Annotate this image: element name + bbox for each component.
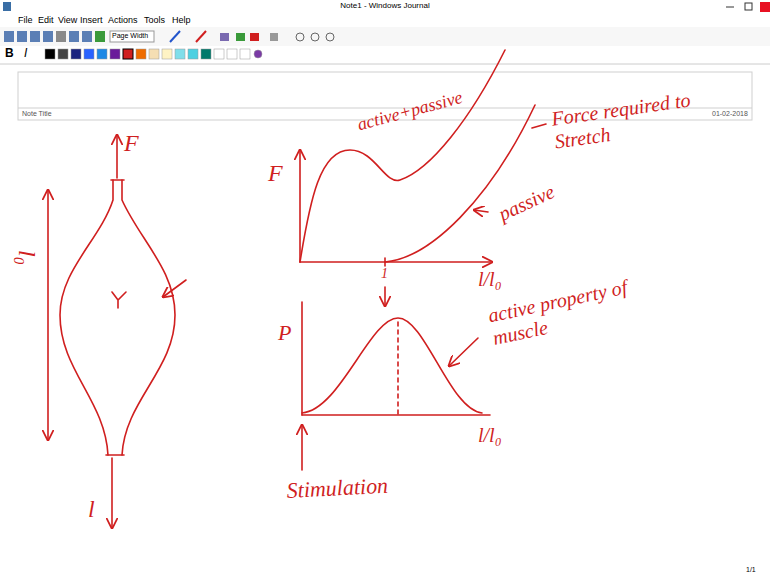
page-number: 1/1 (746, 566, 756, 574)
menu-item: View (58, 15, 77, 25)
force-length-graph (300, 50, 546, 306)
toolbar-border (0, 64, 770, 65)
axis-label: P (278, 320, 291, 345)
length-arrow-label: l (88, 496, 95, 524)
axis-label: l/l₀ (478, 424, 502, 447)
axis-label: F (268, 160, 283, 188)
axis-tick: 1 (381, 266, 388, 282)
maximize-button (745, 3, 752, 10)
toolbar-icons (4, 31, 105, 42)
menu-item: Help (172, 15, 191, 25)
title-bar (0, 0, 770, 13)
note-date: 01-02-2018 (712, 110, 748, 118)
close-button (760, 2, 770, 12)
toolbar (0, 27, 770, 46)
minimize-button (726, 7, 734, 8)
curve-label: passive (495, 180, 558, 226)
window-title: Note1 - Windows Journal (0, 1, 770, 10)
menu-item: Edit (38, 15, 54, 25)
menu-item: Insert (80, 15, 103, 25)
app-icon (3, 2, 11, 11)
axis-label: l/l₀ (478, 268, 502, 291)
note-title-placeholder: Note Title (22, 110, 52, 118)
curve-label: active+passive (355, 87, 465, 135)
italic-button: I (24, 47, 27, 61)
zoom-value: Page Width (112, 32, 148, 40)
bold-button: B (5, 47, 14, 61)
menu-item: Actions (108, 15, 138, 25)
rest-length-label: l₀ (12, 250, 40, 265)
active-tension-graph (302, 302, 490, 470)
stimulation-label: Stimulation (286, 473, 389, 504)
menu-item: File (18, 15, 33, 25)
pen-tools (170, 31, 334, 42)
force-arrow-label: F (124, 130, 139, 158)
curve-note: active property of muscle (486, 263, 691, 350)
color-swatches (45, 49, 262, 59)
zoom-dropdown (110, 31, 154, 42)
curve-note: Force required to Stretch (550, 84, 725, 153)
muscle-sketch (48, 135, 186, 528)
menu-item: Tools (144, 15, 165, 25)
